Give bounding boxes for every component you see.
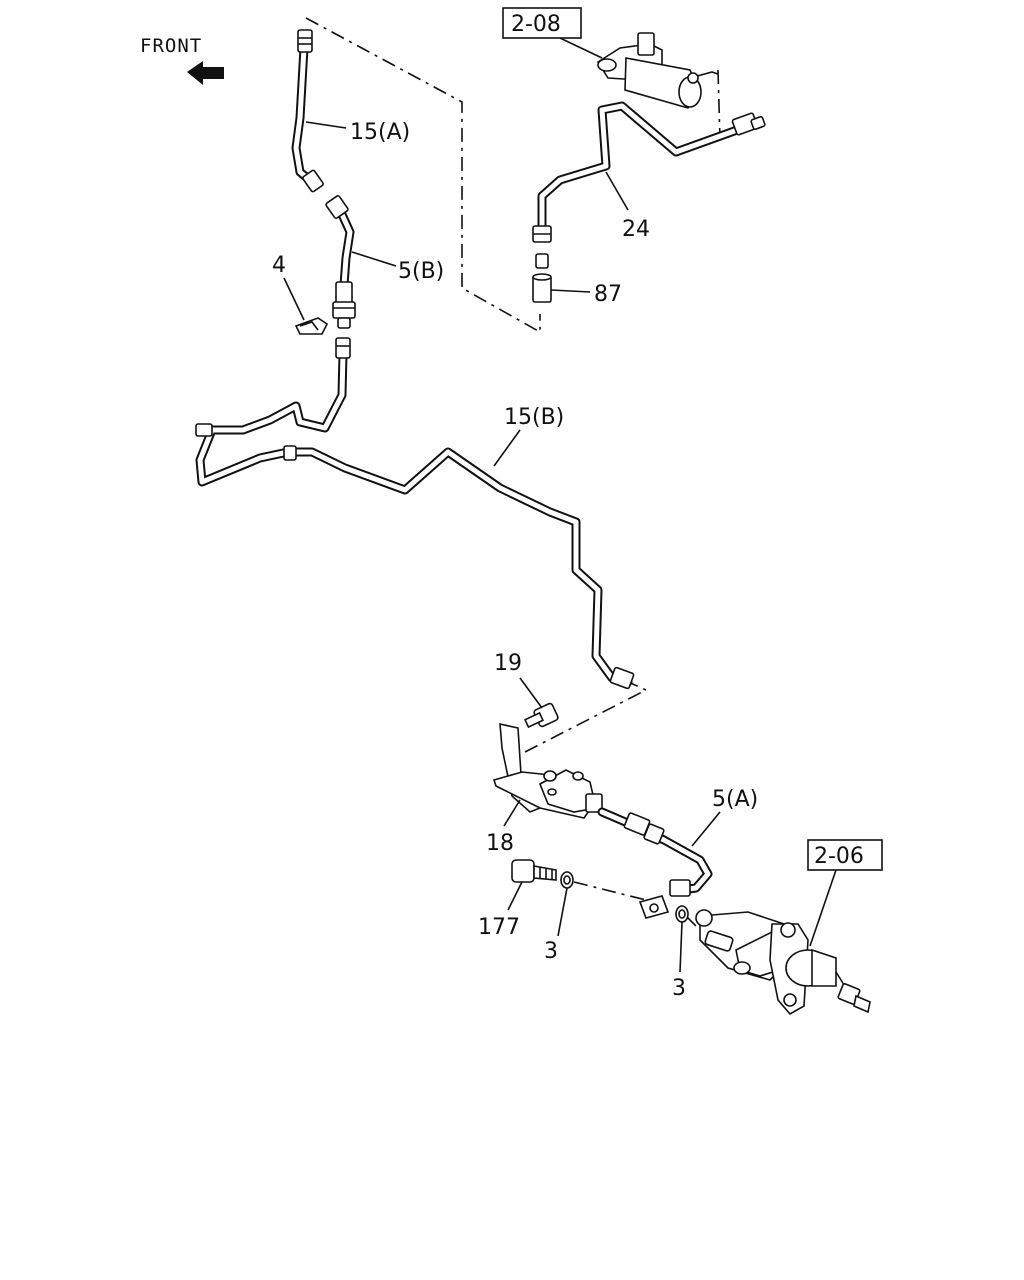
bolt-19 bbox=[523, 702, 559, 729]
hose-5b bbox=[325, 195, 356, 329]
callout-label: 15(A) bbox=[350, 120, 410, 145]
alignment-line-master bbox=[717, 69, 721, 141]
alignment-line-top bbox=[305, 17, 541, 334]
callout-label: 24 bbox=[622, 217, 650, 242]
reference-box-2-08[interactable]: 2-08 bbox=[502, 7, 603, 59]
callout-87: 87 bbox=[594, 282, 622, 307]
callout-3-right: 3 bbox=[672, 921, 686, 1001]
front-arrow-icon bbox=[187, 61, 224, 85]
callout-label: 18 bbox=[486, 831, 514, 856]
slave-cylinder bbox=[695, 909, 871, 1016]
reference-frame bbox=[807, 839, 883, 871]
pipe-24 bbox=[532, 101, 766, 269]
callout-label: 3 bbox=[672, 976, 686, 1001]
callout-label: 4 bbox=[272, 253, 286, 278]
callout-label: 177 bbox=[478, 915, 520, 940]
callout-5a: 5(A) bbox=[691, 787, 758, 847]
callout-label: 19 bbox=[494, 651, 522, 676]
front-label: FRONT bbox=[140, 35, 202, 57]
callout-15a: 15(A) bbox=[305, 120, 410, 145]
pipe-15a bbox=[291, 29, 324, 193]
alignment-line-washer bbox=[685, 915, 701, 931]
reference-frame bbox=[502, 7, 582, 39]
master-cylinder bbox=[596, 32, 719, 109]
bracket-18 bbox=[492, 722, 603, 819]
callout-19: 19 bbox=[494, 651, 543, 709]
alignment-line-bolt177 bbox=[573, 881, 647, 901]
callout-label: 15(B) bbox=[504, 405, 564, 430]
clip-4 bbox=[294, 317, 329, 335]
callout-label: 5(B) bbox=[398, 259, 444, 284]
washer-3-right bbox=[675, 905, 689, 923]
callout-177: 177 bbox=[478, 881, 523, 940]
callout-3-left: 3 bbox=[544, 887, 568, 964]
callout-18: 18 bbox=[486, 799, 521, 856]
reference-label: 2-06 bbox=[814, 844, 864, 869]
union-87 bbox=[532, 273, 591, 303]
reference-box-2-06[interactable]: 2-06 bbox=[807, 839, 883, 947]
bolt-177 bbox=[511, 859, 557, 883]
hose-5a bbox=[597, 807, 713, 919]
callout-4: 4 bbox=[272, 253, 305, 321]
front-indicator: FRONT bbox=[140, 35, 224, 85]
callout-label: 87 bbox=[594, 282, 622, 307]
reference-label: 2-08 bbox=[511, 12, 561, 37]
callout-15b: 15(B) bbox=[493, 405, 564, 467]
washer-3-left bbox=[560, 871, 574, 889]
pipe-15b bbox=[195, 337, 635, 690]
callout-label: 5(A) bbox=[712, 787, 758, 812]
callout-24: 24 bbox=[605, 171, 650, 242]
callout-5b: 5(B) bbox=[351, 251, 444, 284]
callout-label: 3 bbox=[544, 939, 558, 964]
